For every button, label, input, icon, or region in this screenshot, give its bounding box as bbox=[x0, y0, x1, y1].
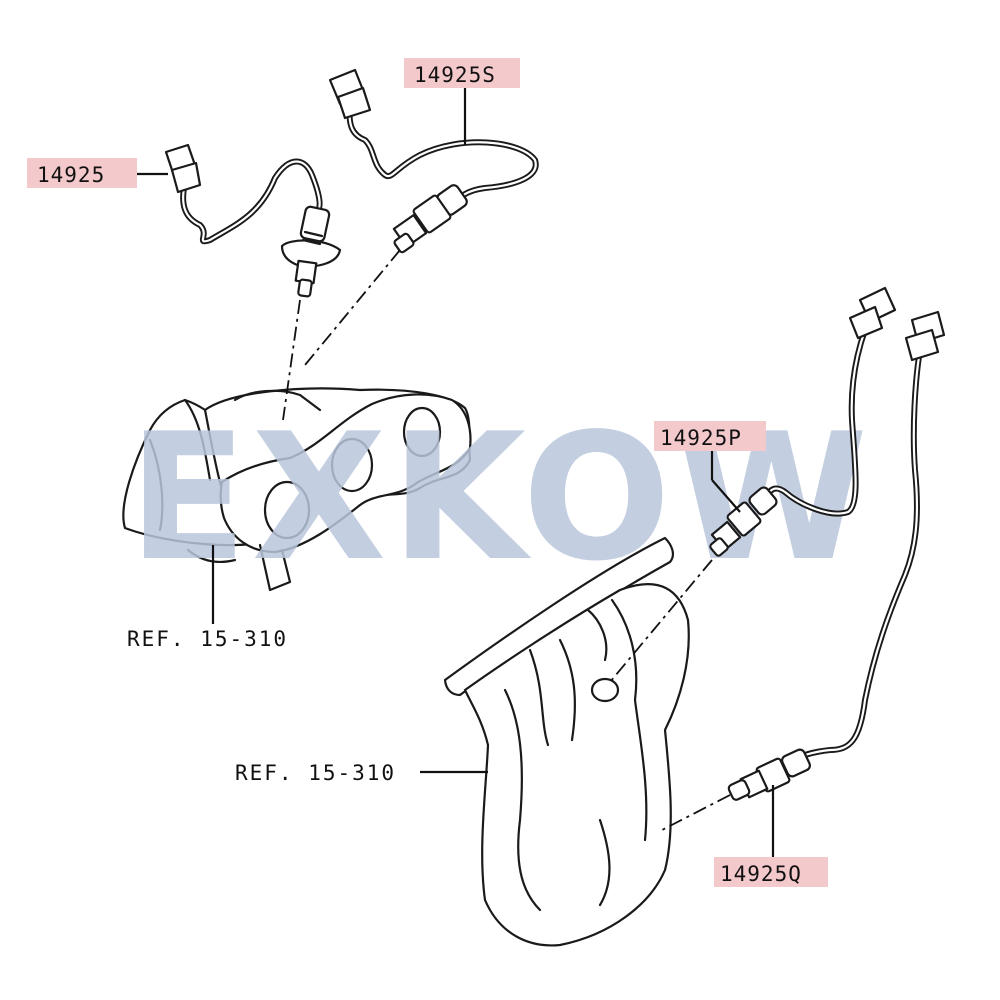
upper-manifold-ref: REF. 15-310 bbox=[127, 627, 288, 651]
callout-14925Q: 14925Q bbox=[714, 857, 828, 887]
callout-14925-label: 14925 bbox=[37, 163, 105, 187]
callout-14925Q-highlight bbox=[714, 857, 828, 887]
oxygen-sensor-14925 bbox=[164, 143, 342, 298]
callout-leaders bbox=[137, 87, 775, 858]
callout-14925: 14925 bbox=[27, 158, 137, 188]
callout-14925S-label: 14925S bbox=[414, 63, 496, 87]
oxygen-sensor-14925S bbox=[328, 68, 539, 254]
install-lines bbox=[282, 249, 731, 831]
lower-exhaust-manifold bbox=[443, 536, 690, 947]
callout-14925S: 14925S bbox=[404, 58, 520, 88]
callout-14925P: 14925P bbox=[654, 421, 766, 451]
oxygen-sensor-14925Q bbox=[727, 310, 946, 801]
upper-exhaust-manifold bbox=[122, 387, 472, 592]
callout-14925-highlight bbox=[27, 158, 137, 188]
callout-14925P-highlight bbox=[654, 421, 766, 451]
callout-14925Q-label: 14925Q bbox=[720, 862, 802, 886]
callout-14925S-highlight bbox=[404, 58, 520, 88]
oxygen-sensor-14925P bbox=[709, 286, 897, 557]
callout-14925P-label: 14925P bbox=[660, 426, 742, 450]
lower-manifold-ref: REF. 15-310 bbox=[235, 761, 396, 785]
